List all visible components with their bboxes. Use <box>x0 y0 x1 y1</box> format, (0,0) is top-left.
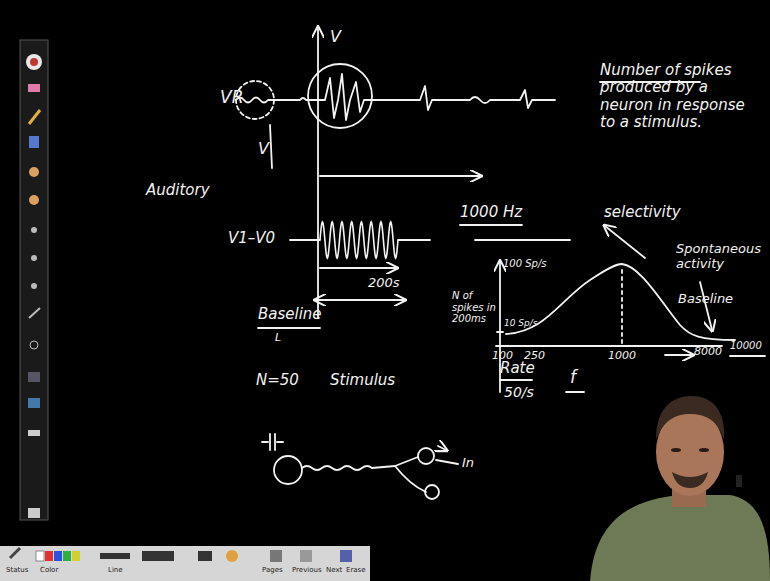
toolbar-label: Next <box>326 566 342 574</box>
voltage-label: V <box>258 140 269 158</box>
side-toolbar <box>20 40 48 520</box>
toolbar-label: Pages <box>262 566 283 574</box>
axis-tick: 8000 <box>694 346 722 359</box>
definition-note: Number of spikes produced by a neuron in… <box>600 62 762 131</box>
stimulus-label: Stimulus <box>330 372 395 389</box>
toolbar-swatches <box>10 548 352 562</box>
rate-value: 50/s <box>504 384 534 400</box>
spontaneous-note: Spontaneous activity <box>676 242 764 272</box>
stimulus-waveform <box>320 222 398 258</box>
lecturer-figure <box>590 396 770 581</box>
bottom-toolbar <box>0 546 370 581</box>
axis-tick: 10000 <box>730 340 762 352</box>
input-label: In <box>462 456 474 471</box>
axis-tick: 10 Sp/s <box>504 318 537 328</box>
toolbar-icons <box>26 54 42 518</box>
modality-label: Auditory <box>146 182 210 199</box>
voltage-label: VR <box>220 88 243 108</box>
axis-label: V <box>330 28 341 46</box>
toolbar-label: Color <box>40 566 58 574</box>
selectivity-label: selectivity <box>604 204 681 221</box>
toolbar-label: Status <box>6 566 28 574</box>
baseline-label: Baseline <box>258 306 322 323</box>
toolbar-label: Erase <box>346 566 366 574</box>
rate-label: Rate <box>500 360 535 377</box>
duration-label: 200s <box>368 276 400 291</box>
baseline-label: Baseline <box>678 292 733 307</box>
axis-title: N of spikes in 200ms <box>452 290 498 325</box>
axis-tick: 1000 <box>608 350 636 363</box>
axis-tick: 100 Sp/s <box>503 258 547 270</box>
axis-title: f <box>570 368 576 388</box>
stimulus-label: V1–V0 <box>228 230 275 247</box>
count-label: N=50 <box>256 372 299 389</box>
handwriting-strokes <box>236 28 765 499</box>
toolbar-label: Line <box>108 566 123 574</box>
bracket-label: L <box>275 332 281 345</box>
toolbar-label: Previous <box>292 566 322 574</box>
frequency-label: 1000 Hz <box>460 204 522 221</box>
